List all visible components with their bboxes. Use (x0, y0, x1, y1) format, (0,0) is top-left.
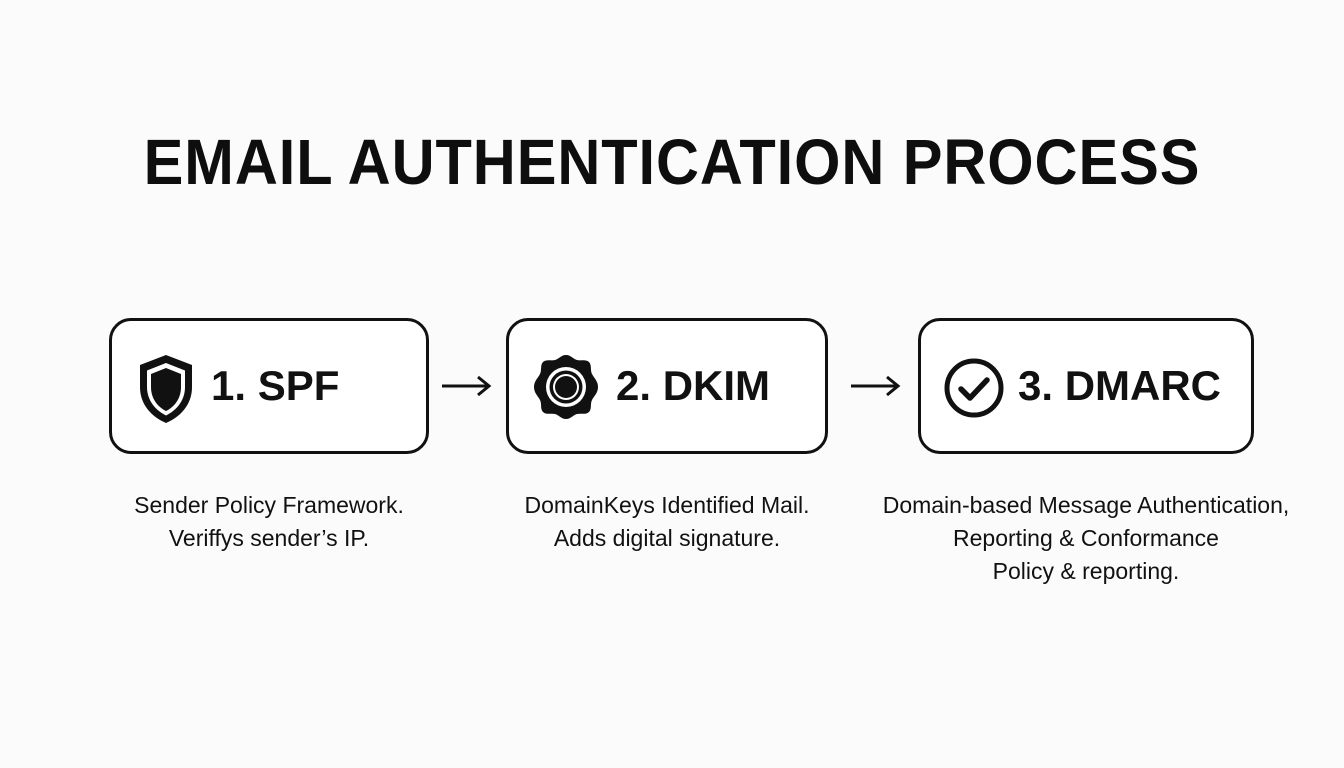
step-description-spf: Sender Policy Framework. Veriffys sender… (109, 489, 429, 555)
description-line: Adds digital signature. (553, 525, 781, 551)
step-label-spf: 1. SPF (211, 362, 340, 409)
description-line: Domain-based Message Authentication, (882, 492, 1290, 518)
diagram-title: EMAIL AUTHENTICATION PROCESS (143, 126, 1201, 198)
step-label-dkim: 2. DKIM (616, 362, 771, 409)
arrow-right-icon (442, 375, 492, 397)
arrow-right-icon (851, 375, 901, 397)
seal-icon (529, 350, 603, 426)
step-description-dkim: DomainKeys Identified Mail. Adds digital… (506, 489, 828, 555)
description-line: Sender Policy Framework. (134, 492, 404, 518)
description-line: Veriffys sender’s IP. (168, 525, 370, 551)
description-line: Policy & reporting. (992, 558, 1180, 584)
step-description-dmarc: Domain-based Message Authentication, Rep… (880, 489, 1292, 588)
step-label-dmarc: 3. DMARC (1018, 362, 1222, 409)
description-line: Reporting & Conformance (953, 525, 1219, 551)
step-box-spf: 1. SPF (109, 318, 429, 454)
shield-icon (134, 351, 198, 427)
step-box-dmarc: 3. DMARC (918, 318, 1254, 454)
description-line: DomainKeys Identified Mail. (524, 492, 810, 518)
check-circle-icon (941, 355, 1007, 421)
step-box-dkim: 2. DKIM (506, 318, 828, 454)
